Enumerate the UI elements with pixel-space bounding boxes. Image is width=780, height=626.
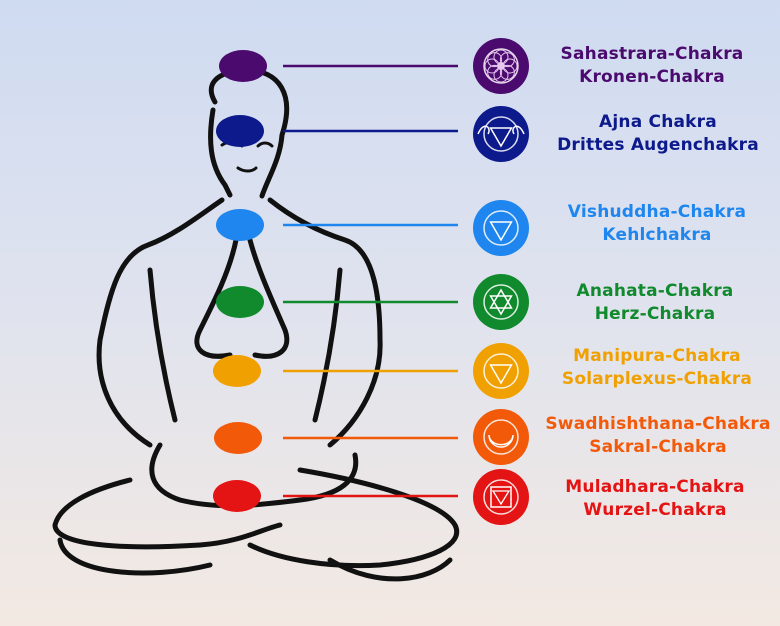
chakra-german-name: Wurzel-Chakra	[583, 500, 727, 520]
chakra-name: Ajna Chakra	[599, 112, 717, 132]
chakra-german-name: Solarplexus-Chakra	[561, 369, 753, 389]
chakra-german-name: Drittes Augenchakra	[557, 135, 759, 155]
chakra-german-name: Sakral-Chakra	[589, 437, 727, 457]
chakra-name: Muladhara-Chakra	[565, 477, 745, 497]
chakra-dot	[216, 286, 264, 318]
chakra-german-name: Kehlchakra	[602, 225, 712, 245]
chakra-dot	[214, 422, 262, 454]
chakra-dot	[213, 480, 261, 512]
chakra-name: Anahata-Chakra	[576, 281, 734, 301]
chakra-dot	[216, 209, 264, 241]
crescent-icon	[473, 409, 529, 465]
chakra-name: Vishuddha-Chakra	[567, 202, 747, 222]
chakra-dot	[216, 115, 264, 147]
chakra-dot	[219, 50, 267, 82]
throat-chakra-icon	[473, 200, 529, 256]
chakra-dot	[213, 355, 261, 387]
lotus-icon	[473, 38, 529, 94]
third-eye-icon	[473, 106, 529, 162]
chakra-german-name: Herz-Chakra	[594, 304, 716, 324]
square-lotus-icon	[473, 469, 529, 525]
hexagram-icon	[473, 274, 529, 330]
chakra-name: Swadhishthana-Chakra	[545, 414, 771, 434]
chakra-german-name: Kronen-Chakra	[579, 67, 725, 87]
chakra-name: Manipura-Chakra	[573, 346, 741, 366]
chakra-name: Sahastrara-Chakra	[560, 44, 744, 64]
triangle-icon	[473, 343, 529, 399]
